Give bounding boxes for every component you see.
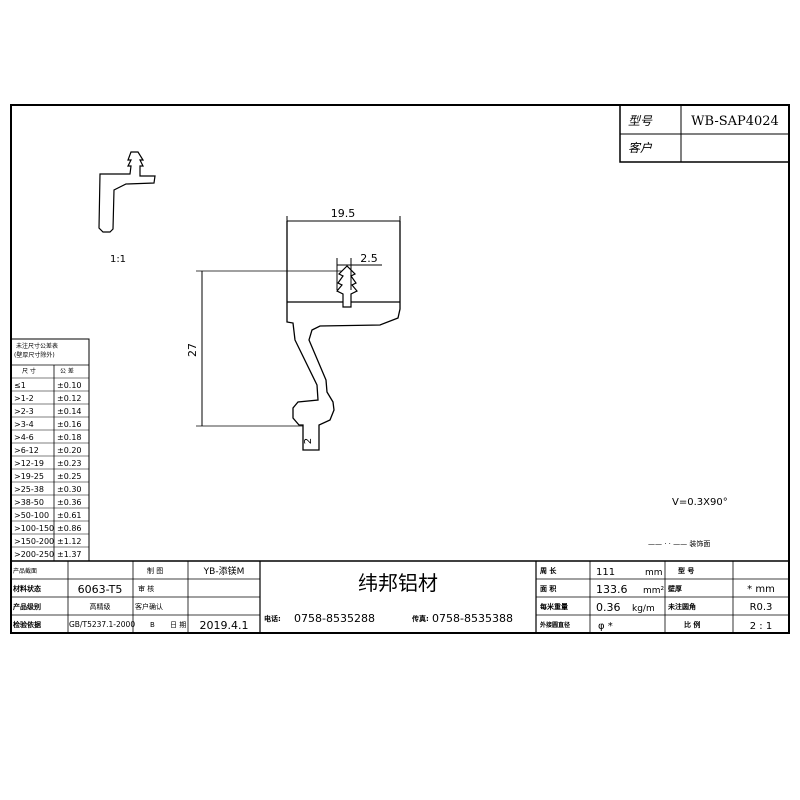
date-tag: B <box>150 621 155 629</box>
tolerance-value: ±1.12 <box>57 537 82 546</box>
company-name: 纬邦铝材 <box>358 571 438 595</box>
review-label: 审 核 <box>138 584 154 593</box>
date-label: 日 期 <box>170 621 186 629</box>
tolerance-value: ±1.37 <box>57 550 82 559</box>
material-value: 6063-T5 <box>78 583 123 596</box>
circle-label: 外接圆直径 <box>539 621 570 629</box>
profile-section <box>286 221 401 451</box>
circle-value: φ * <box>598 621 613 632</box>
drawn-label: 制 图 <box>147 566 163 575</box>
standard-value: GB/T5237.1-2000 <box>69 620 135 629</box>
tolerance-subtitle: (壁厚尺寸除外) <box>14 351 55 359</box>
tolerance-title: 未注尺寸公差表 <box>16 342 58 350</box>
area-unit: mm² <box>643 586 665 596</box>
tolerance-value: ±0.16 <box>57 420 82 429</box>
date-value: 2019.4.1 <box>200 619 249 632</box>
weight-label: 每米重量 <box>540 602 568 611</box>
perimeter-value: 111 <box>596 567 615 578</box>
tolerance-size: >50-100 <box>14 511 49 520</box>
thumbnail-scale: 1:1 <box>110 254 126 265</box>
fax-label: 传真: <box>411 614 429 623</box>
tolerance-size: >1-2 <box>14 394 34 403</box>
dim-slot: 2.5 <box>360 252 378 265</box>
ratio-label: 比 例 <box>684 620 700 629</box>
drawn-value: YB-添镁M <box>203 565 245 577</box>
wall-value: * mm <box>747 584 775 595</box>
phone-number: 0758-8535288 <box>294 612 375 625</box>
tolerance-size: >100-150 <box>14 524 54 533</box>
product-class-label: 产品级别 <box>13 602 41 611</box>
tolerance-value: ±0.14 <box>57 407 82 416</box>
confirm-label: 客户确认 <box>135 602 163 611</box>
phone-label: 电话: <box>264 614 281 623</box>
tolerance-value: ±0.23 <box>57 459 82 468</box>
product-class-value: 高精级 <box>90 602 111 611</box>
tolerance-size: >25-38 <box>14 485 44 494</box>
tolerance-value: ±0.20 <box>57 446 82 455</box>
v-groove-note: V=0.3X90° <box>672 497 728 508</box>
tolerance-size: >12-19 <box>14 459 44 468</box>
perimeter-unit: mm <box>645 568 663 578</box>
title-block: 型号 WB-SAP4024 客户 <box>619 104 790 163</box>
standard-label: 检验依据 <box>13 620 41 629</box>
profile-outline <box>286 221 401 451</box>
tolerance-value: ±0.18 <box>57 433 82 442</box>
model-no-label: 型 号 <box>678 566 694 575</box>
tolerance-size: >19-25 <box>14 472 44 481</box>
customer-label: 客户 <box>628 141 653 155</box>
material-label: 材料状态 <box>12 584 41 593</box>
tolerance-size: >2-3 <box>14 407 34 416</box>
dimensions: 19.5 2.5 27 2 <box>186 207 401 444</box>
tolerance-value: ±0.61 <box>57 511 82 520</box>
profile-thumbnail: 1:1 <box>98 151 156 265</box>
dim-width: 19.5 <box>331 207 356 220</box>
tolerance-size: >6-12 <box>14 446 39 455</box>
model-label: 型号 <box>628 114 653 128</box>
tolerance-table: 未注尺寸公差表 (壁厚尺寸除外) 尺 寸 公 差 ≤1 ±0.10 >1-2 ±0.1… <box>10 338 90 562</box>
tolerance-size: >38-50 <box>14 498 44 507</box>
bottom-block: 产品截面 材料状态 6063-T5 产品级别 高精级 检验依据 GB/T5237… <box>10 560 790 634</box>
area-label: 面 积 <box>540 584 556 593</box>
corner-value: R0.3 <box>750 602 773 613</box>
weight-unit: kg/m <box>632 604 655 614</box>
tolerance-head-tol: 公 差 <box>60 367 74 375</box>
product-section-label: 产品截面 <box>13 567 37 575</box>
tolerance-rows: ≤1 ±0.10 >1-2 ±0.12 >2-3 ±0.14 >3-4 ±0.16 >4-6 ±0… <box>11 377 89 559</box>
tolerance-size: ≤1 <box>14 381 26 390</box>
line-legend: —— · · —— 装饰面 <box>648 539 710 548</box>
tolerance-size: >3-4 <box>14 420 34 429</box>
dim-foot: 2 <box>303 438 314 444</box>
ratio-value: 2 : 1 <box>750 621 772 632</box>
tolerance-value: ±0.25 <box>57 472 82 481</box>
model-value: WB-SAP4024 <box>691 114 779 129</box>
tolerance-value: ±0.36 <box>57 498 82 507</box>
tolerance-size: >200-250 <box>14 550 54 559</box>
weight-value: 0.36 <box>596 601 621 614</box>
tolerance-size: >150-200 <box>14 537 54 546</box>
tolerance-head-size: 尺 寸 <box>22 367 36 375</box>
corner-label: 未注圆角 <box>668 602 696 611</box>
fax-number: 0758-8535388 <box>432 612 513 625</box>
dim-height: 27 <box>186 343 199 357</box>
tolerance-value: ±0.30 <box>57 485 82 494</box>
perimeter-label: 周 长 <box>540 566 557 575</box>
tolerance-value: ±0.86 <box>57 524 82 533</box>
area-value: 133.6 <box>596 583 628 596</box>
profile-slot <box>336 265 358 308</box>
tolerance-value: ±0.10 <box>57 381 82 390</box>
tolerance-size: >4-6 <box>14 433 34 442</box>
wall-label: 壁厚 <box>668 584 682 593</box>
tolerance-value: ±0.12 <box>57 394 82 403</box>
